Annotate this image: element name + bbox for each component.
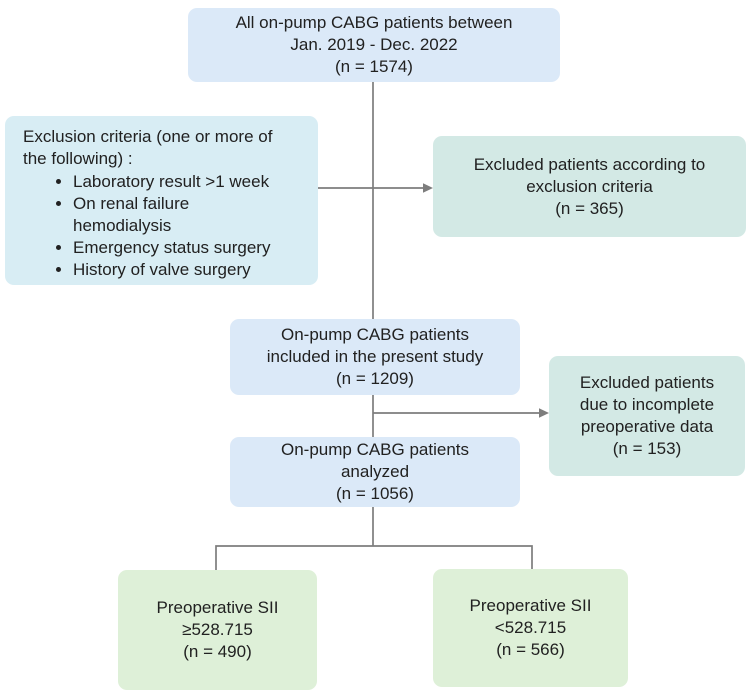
text-line: Jan. 2019 - Dec. 2022 [290, 35, 458, 54]
text-line: Preoperative SII [156, 598, 279, 617]
text-line: included in the present study [266, 347, 484, 366]
exclusion-bullet: On renal failure hemodialysis [73, 193, 273, 237]
arrowhead-excluded-criteria [423, 183, 433, 193]
node-sii-low: Preoperative SII <528.715 (n = 566) [433, 569, 628, 687]
text-line: (n = 153) [612, 439, 682, 458]
exclusion-bullet: Laboratory result >1 week [73, 171, 273, 193]
text-line: analyzed [340, 462, 410, 481]
text-line: preoperative data [580, 417, 714, 436]
text-line: (n = 1209) [336, 369, 414, 388]
text-line: All on-pump CABG patients between [235, 13, 513, 32]
node-analyzed: On-pump CABG patients analyzed (n = 1056… [230, 437, 520, 507]
text-line: <528.715 [494, 618, 567, 637]
text-line: On-pump CABG patients [280, 440, 470, 459]
text-line: (n = 566) [496, 640, 565, 659]
node-exclusion-criteria: Exclusion criteria (one or more of the f… [5, 116, 318, 285]
text-line: On-pump CABG patients [280, 325, 470, 344]
arrowhead-incomplete [539, 408, 549, 418]
exclusion-heading: Exclusion criteria (one or more of the f… [23, 127, 273, 168]
text-line: (n = 1056) [336, 484, 414, 503]
node-all-patients: All on-pump CABG patients between Jan. 2… [188, 8, 560, 82]
text-line: due to incomplete [579, 395, 715, 414]
connector-branch-split [215, 545, 533, 570]
text-line: Preoperative SII [469, 596, 592, 615]
node-excluded-by-criteria: Excluded patients according to exclusion… [433, 136, 746, 237]
text-line: (n = 365) [555, 198, 624, 218]
node-included-study: On-pump CABG patients included in the pr… [230, 319, 520, 395]
text-line: ≥528.715 [182, 620, 253, 639]
text-line: Excluded patients according to [473, 154, 706, 174]
exclusion-bullet: Emergency status surgery [73, 237, 273, 259]
text-line: exclusion criteria [526, 176, 653, 196]
exclusion-bullet: History of valve surgery [73, 259, 273, 281]
exclusion-bullet-list: Laboratory result >1 week On renal failu… [23, 171, 273, 281]
node-excluded-incomplete: Excluded patients due to incomplete preo… [549, 356, 745, 476]
node-sii-high: Preoperative SII ≥528.715 (n = 490) [118, 570, 317, 690]
text-line: (n = 490) [183, 642, 252, 661]
text-line: Excluded patients [579, 373, 715, 392]
text-line: (n = 1574) [335, 57, 413, 76]
